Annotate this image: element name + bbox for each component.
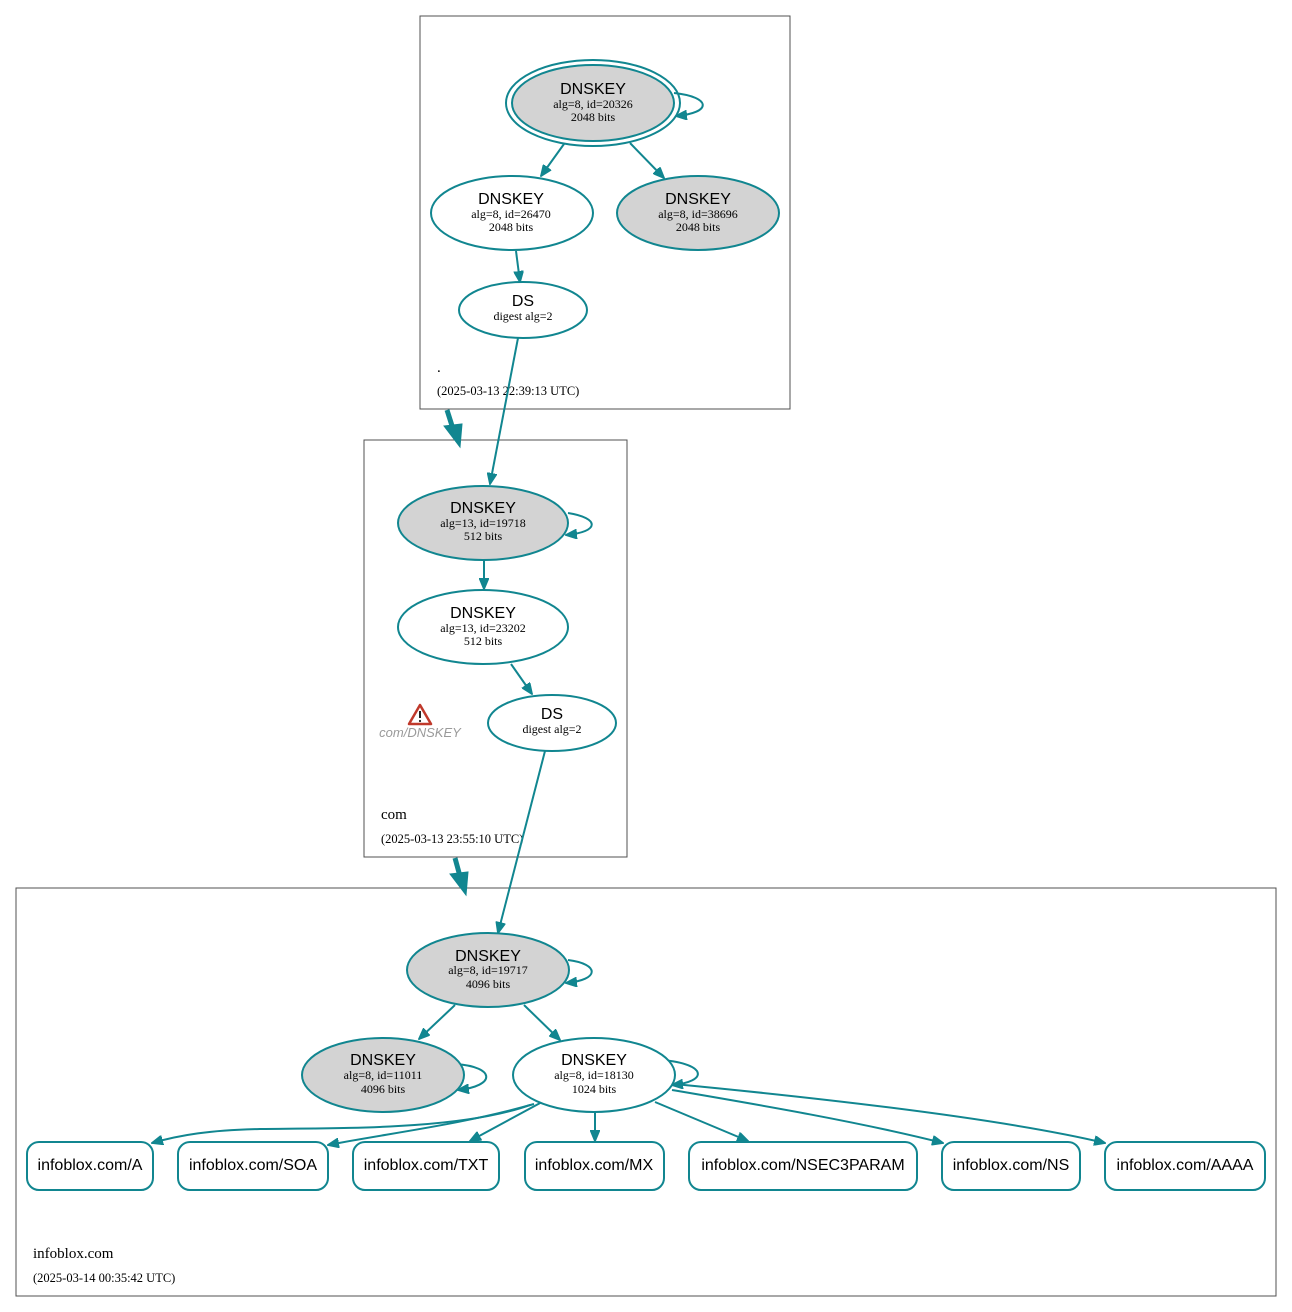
edge-zsk-to-soa — [328, 1103, 535, 1145]
node-digest: digest alg=2 — [493, 309, 552, 323]
node-title: DNSKEY — [665, 191, 731, 208]
rrset-txt[interactable]: infoblox.com/TXT — [352, 1141, 500, 1191]
node-ib-key2[interactable]: DNSKEY alg=8, id=11011 4096 bits — [301, 1037, 465, 1113]
node-title: DS — [541, 706, 563, 723]
zone-root-name: . — [437, 360, 441, 376]
edge-zsk-to-nsec3param — [654, 1101, 748, 1142]
node-title: DNSKEY — [560, 81, 626, 98]
warning-label: com/DNSKEY — [379, 725, 462, 740]
node-alg-id: alg=8, id=19717 — [448, 963, 528, 977]
node-digest: digest alg=2 — [522, 722, 581, 736]
zone-com-name: com — [381, 807, 407, 823]
edge-zsk-to-txt — [470, 1101, 543, 1141]
node-bits: 512 bits — [464, 634, 503, 648]
node-root-ds[interactable]: DS digest alg=2 — [458, 281, 588, 339]
node-com-zsk[interactable]: DNSKEY alg=13, id=23202 512 bits — [397, 589, 569, 665]
edge-root-ksk-to-zsk — [541, 143, 565, 176]
edge-root-zsk-to-ds — [516, 250, 520, 282]
edge-ib-ksk-self — [566, 959, 593, 983]
rrset-label: infoblox.com/MX — [535, 1157, 654, 1174]
edge-ib-ksk-to-key2 — [419, 1004, 456, 1039]
node-com-ksk[interactable]: DNSKEY alg=13, id=19718 512 bits — [397, 485, 569, 561]
zone-infoblox: infoblox.com (2025-03-14 00:35:42 UTC) — [15, 887, 1277, 1297]
node-alg-id: alg=8, id=18130 — [554, 1068, 634, 1082]
edge-zsk-to-ns — [671, 1089, 943, 1143]
rrset-aaaa[interactable]: infoblox.com/AAAA — [1104, 1141, 1266, 1191]
rrset-label: infoblox.com/SOA — [189, 1157, 317, 1174]
node-bits: 2048 bits — [571, 110, 616, 124]
node-title: DNSKEY — [350, 1052, 416, 1069]
edge-zsk-to-aaaa — [673, 1083, 1105, 1143]
rrset-mx[interactable]: infoblox.com/MX — [524, 1141, 665, 1191]
signature-edges — [152, 92, 1105, 1145]
rrset-label: infoblox.com/TXT — [364, 1157, 489, 1174]
rrset-label: infoblox.com/AAAA — [1117, 1157, 1254, 1174]
delegation-edges — [443, 409, 469, 897]
rrset-ns[interactable]: infoblox.com/NS — [941, 1141, 1081, 1191]
node-title: DNSKEY — [561, 1052, 627, 1069]
edge-com-ksk-self — [566, 512, 593, 535]
node-root-zsk[interactable]: DNSKEY alg=8, id=26470 2048 bits — [430, 175, 594, 251]
node-ib-ksk[interactable]: DNSKEY alg=8, id=19717 4096 bits — [406, 932, 570, 1008]
zone-infoblox-name: infoblox.com — [33, 1246, 114, 1262]
edge-com-ds-to-ib-ksk — [498, 750, 546, 933]
rrset-soa[interactable]: infoblox.com/SOA — [177, 1141, 329, 1191]
edge-ib-key2-self — [455, 1063, 488, 1090]
zone-com-timestamp: (2025-03-13 23:55:10 UTC) — [381, 832, 523, 846]
node-alg-id: alg=8, id=38696 — [658, 207, 738, 221]
node-title: DNSKEY — [478, 191, 544, 208]
edge-ib-zsk-self — [661, 1059, 699, 1085]
node-alg-id: alg=8, id=11011 — [344, 1068, 423, 1082]
edge-root-ds-to-com-ksk — [490, 337, 519, 484]
rrset-label: infoblox.com/NS — [953, 1157, 1070, 1174]
node-ib-zsk[interactable]: DNSKEY alg=8, id=18130 1024 bits — [512, 1037, 676, 1113]
node-alg-id: alg=8, id=20326 — [553, 97, 633, 111]
node-bits: 2048 bits — [489, 220, 534, 234]
zone-com: com (2025-03-13 23:55:10 UTC) — [363, 439, 628, 858]
node-title: DS — [512, 293, 534, 310]
node-alg-id: alg=13, id=19718 — [440, 516, 526, 530]
node-bits: 512 bits — [464, 529, 503, 543]
node-bits: 4096 bits — [466, 977, 511, 991]
edge-root-ksk-self — [673, 92, 704, 116]
node-bits: 1024 bits — [572, 1082, 617, 1096]
warning-com-dnskey[interactable]: com/DNSKEY — [379, 703, 462, 740]
node-bits: 4096 bits — [361, 1082, 406, 1096]
node-root-ksk[interactable]: DNSKEY alg=8, id=20326 2048 bits — [505, 59, 681, 147]
node-alg-id: alg=13, id=23202 — [440, 621, 526, 635]
rrset-nsec3param[interactable]: infoblox.com/NSEC3PARAM — [688, 1141, 918, 1191]
rrset-a[interactable]: infoblox.com/A — [26, 1141, 154, 1191]
node-title: DNSKEY — [455, 948, 521, 965]
node-title: DNSKEY — [450, 500, 516, 517]
edge-ib-ksk-to-zsk — [523, 1004, 560, 1040]
edge-com-zsk-to-ds — [510, 663, 532, 694]
node-root-key3[interactable]: DNSKEY alg=8, id=38696 2048 bits — [616, 175, 780, 251]
warning-triangle-icon — [407, 703, 433, 726]
edge-root-ksk-to-key3 — [629, 142, 664, 178]
rrset-label: infoblox.com/NSEC3PARAM — [701, 1157, 904, 1174]
zone-infoblox-timestamp: (2025-03-14 00:35:42 UTC) — [33, 1271, 175, 1285]
node-bits: 2048 bits — [676, 220, 721, 234]
edge-zsk-to-a — [152, 1104, 531, 1143]
node-alg-id: alg=8, id=26470 — [471, 207, 551, 221]
rrset-label: infoblox.com/A — [38, 1157, 143, 1174]
node-title: DNSKEY — [450, 605, 516, 622]
node-com-ds[interactable]: DS digest alg=2 — [487, 694, 617, 752]
